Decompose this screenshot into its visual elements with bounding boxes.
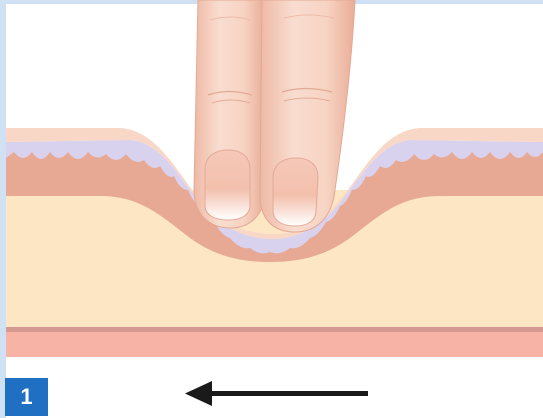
muscle-layer	[6, 330, 543, 357]
left-arrow-icon	[185, 381, 368, 406]
step-number-badge: 1	[5, 378, 48, 416]
two-fingers-icon	[194, 0, 355, 232]
